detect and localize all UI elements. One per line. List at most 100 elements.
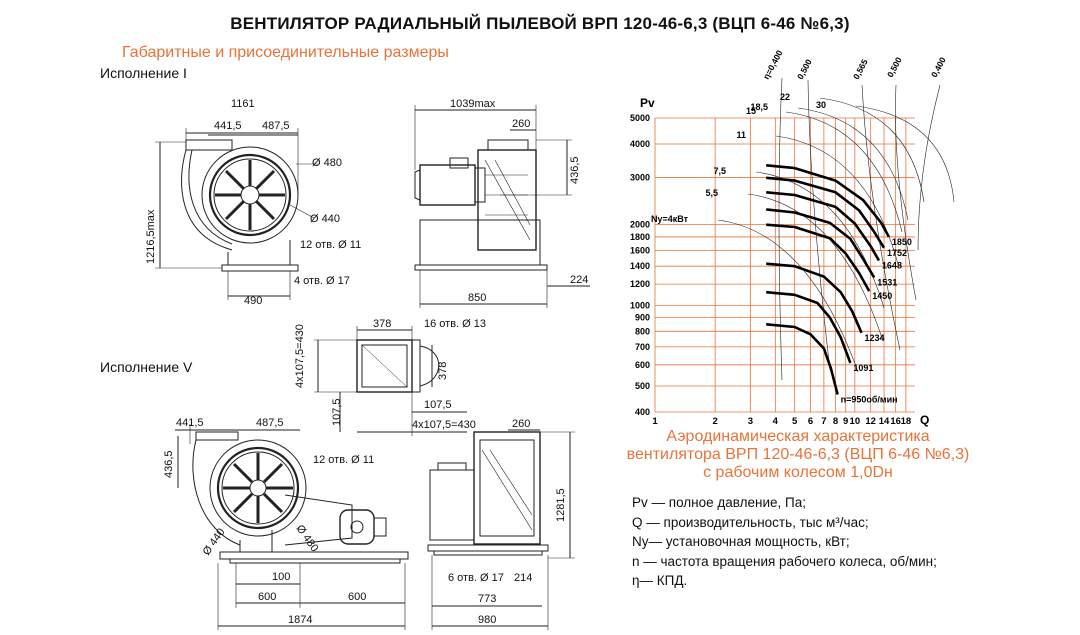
dim-flange-w: 378 — [373, 318, 391, 330]
efficiency-label: 0,500 — [795, 57, 814, 81]
series-label: n=950об/мин — [841, 394, 898, 404]
dim-v1s-base: 850 — [468, 292, 486, 304]
dim-flange-b: 107,5 — [424, 399, 452, 411]
efficiency-curve — [917, 84, 941, 251]
x-tick-label: 14 — [879, 416, 890, 427]
power-label: 22 — [780, 92, 790, 102]
dim-v1-holes: 12 отв. Ø 11 — [300, 239, 361, 251]
dim-v5s-total: 980 — [478, 614, 496, 626]
series-line — [766, 164, 891, 238]
dim-v1s-h1: 436,5 — [569, 156, 581, 184]
power-label: 5,5 — [705, 188, 718, 198]
dim-v5-a: 100 — [272, 571, 290, 583]
series-label: 1091 — [853, 363, 873, 373]
dim-v1-base: 490 — [244, 295, 262, 307]
y-tick-label: 1200 — [630, 279, 650, 289]
y-tick-label: 4000 — [630, 139, 650, 149]
efficiency-curve — [778, 77, 783, 381]
dim-v5-right: 487,5 — [256, 417, 284, 429]
y-tick-label: 600 — [635, 360, 650, 370]
variant-5-label: Исполнение V — [100, 359, 193, 375]
dim-v5-h: 436,5 — [163, 450, 175, 478]
power-curve — [717, 219, 859, 373]
efficiency-label: 0,400 — [929, 55, 948, 79]
dim-v1-d480: Ø 480 — [312, 157, 342, 169]
dim-v5s-outlet: 260 — [512, 418, 530, 430]
x-axis-label: Q — [920, 413, 929, 427]
dim-v1s-outlet: 260 — [512, 118, 530, 130]
x-tick-label: 9 — [843, 416, 848, 427]
x-tick-label: 7 — [821, 416, 826, 427]
dim-v5-d440: Ø 440 — [201, 526, 228, 557]
y-axis-label: Pv — [640, 96, 655, 110]
y-tick-label: 400 — [635, 407, 650, 417]
power-label: 18,5 — [750, 102, 768, 112]
technical-drawings: 1161 441,5 487,5 Ø 480 Ø 440 12 отв. Ø 1… — [145, 98, 590, 630]
x-tick-label: 4 — [773, 416, 779, 427]
chart-grid — [654, 117, 915, 413]
y-tick-label: 1600 — [630, 246, 650, 256]
dim-v5-total: 1874 — [288, 614, 312, 626]
series-line — [766, 290, 852, 364]
power-label: 30 — [816, 100, 826, 110]
legend-item: n — частота вращения рабочего колеса, об… — [632, 553, 937, 569]
dim-flange-a: 107,5 — [331, 398, 343, 426]
x-tick-label: 2 — [713, 416, 718, 427]
series-label: 1450 — [872, 291, 892, 301]
x-tick-label: 12 — [865, 416, 876, 427]
legend-item: Q — производительность, тыс м³/час; — [632, 514, 869, 530]
x-tick-label: 1 — [652, 416, 658, 427]
series-label: 1648 — [882, 260, 902, 270]
y-tick-label: 500 — [635, 381, 650, 391]
y-tick-label: 1800 — [630, 232, 650, 242]
power-label: 7,5 — [713, 166, 726, 176]
series-line — [766, 176, 886, 249]
dim-v5s-offset: 214 — [514, 572, 532, 584]
dim-v5s-base: 773 — [478, 593, 496, 605]
dim-v5s-height: 1281,5 — [555, 488, 567, 522]
legend-item: Pv — полное давление, Па; — [632, 495, 806, 510]
dim-v1-left: 441,5 — [214, 120, 242, 132]
dim-v1-right: 487,5 — [262, 120, 290, 132]
power-curve — [855, 105, 955, 203]
chart-series — [766, 164, 891, 395]
y-tick-label: 800 — [635, 326, 650, 336]
legend-item: Ny— установочная мощность, кВт; — [632, 534, 850, 549]
dim-v1-height: 1216,5max — [145, 209, 157, 264]
dim-v1-d440: Ø 440 — [310, 213, 340, 225]
page-title: ВЕНТИЛЯТОР РАДИАЛЬНЫЙ ПЫЛЕВОЙ ВРП 120-46… — [230, 14, 850, 33]
dim-v5s-feet: 6 отв. Ø 17 — [448, 572, 504, 584]
flange-view — [314, 326, 467, 436]
x-tick-label: 10 — [850, 416, 861, 427]
x-tick-label: 18 — [901, 416, 912, 427]
series-line — [766, 262, 863, 334]
power-curve — [785, 111, 903, 233]
dim-flange-pitch-v: 4x107,5=430 — [294, 324, 306, 388]
y-tick-label: 1400 — [630, 261, 650, 271]
dim-v5-b2: 600 — [348, 591, 366, 603]
dim-v1s-width: 1039max — [450, 98, 496, 110]
chart-caption-line: вентилятора ВРП 120-46-6,3 (ВЦП 6-46 №6,… — [626, 446, 970, 463]
series-label: 1752 — [887, 248, 907, 258]
series-label: 1531 — [877, 278, 897, 288]
series-line — [766, 223, 871, 292]
dim-v5-left: 441,5 — [176, 417, 204, 429]
dim-v5-b1: 600 — [258, 591, 276, 603]
drawing-subtitle: Габаритные и присоединительные размеры — [122, 44, 449, 61]
series-line — [766, 191, 881, 262]
y-tick-label: 3000 — [630, 172, 650, 182]
dim-flange-h: 378 — [437, 362, 449, 380]
power-curve — [819, 97, 925, 203]
power-label: 15 — [746, 106, 756, 116]
x-tick-label: 3 — [748, 416, 753, 427]
y-tick-label: 1000 — [630, 300, 650, 310]
y-tick-label: 700 — [635, 342, 650, 352]
power-curve — [775, 135, 899, 265]
v5-front-view — [175, 424, 409, 630]
efficiency-curve — [861, 84, 901, 351]
series-line — [766, 208, 876, 279]
dim-v5-holes: 12 отв. Ø 11 — [313, 454, 374, 466]
efficiency-label: 0,565 — [851, 57, 870, 81]
dim-flange-holes: 16 отв. Ø 13 — [424, 318, 486, 330]
